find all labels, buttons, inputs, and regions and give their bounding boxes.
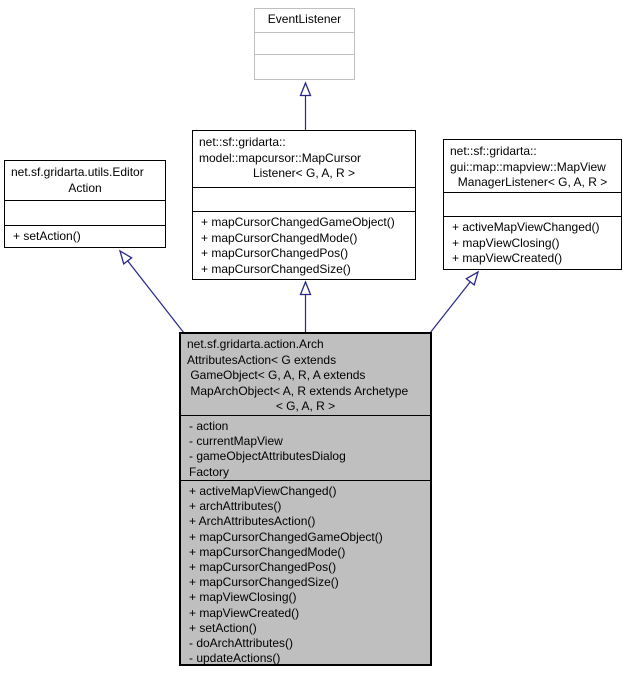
attribute-label: Factory — [189, 464, 230, 479]
method-label: - updateActions() — [189, 651, 281, 664]
method-label: + mapCursorChangedSize() — [201, 261, 351, 276]
class-node-mapcursorlistener[interactable]: net::sf::gridarta::model::mapcursor::Map… — [192, 130, 416, 280]
attribute-label: - gameObjectAttributesDialog — [189, 449, 346, 464]
class-node-mapviewmanagerlistener[interactable]: net::sf::gridarta::gui::map::mapview::Ma… — [443, 139, 622, 270]
class-title: net::sf::gridarta::gui::map::mapview::Ma… — [444, 140, 621, 192]
edge-archaction-to-mapviewmanagerlistener — [429, 272, 478, 334]
class-node-eventlistener[interactable]: EventListener — [254, 8, 355, 80]
class-name-line: MapArchObject< A, R extends Archetype — [187, 383, 409, 398]
class-name-line: Listener< G, A, R > — [252, 166, 356, 180]
class-name-line: Action — [68, 180, 102, 195]
method-label: + activeMapViewChanged() — [189, 484, 337, 498]
method-label: + mapCursorChangedGameObject() — [201, 215, 395, 229]
method-label: + mapCursorChangedSize() — [189, 575, 339, 590]
attributes-compartment: - action- currentMapView- gameObjectAttr… — [181, 415, 430, 480]
method-label: + mapViewCreated() — [189, 605, 300, 620]
method-label: - doArchAttributes() — [189, 636, 294, 651]
class-name-line: net::sf::gridarta:: — [199, 135, 286, 149]
methods-compartment: + setAction() — [5, 225, 165, 247]
method-label: + setAction() — [13, 229, 81, 243]
method-label: + mapCursorChangedPos() — [201, 246, 349, 260]
edge-archaction-to-editoraction — [120, 251, 185, 334]
class-name-line: < G, A, R > — [275, 399, 336, 413]
method-label: + mapViewClosing() — [452, 235, 560, 250]
class-name-line: net.sf.gridarta.action.Arch — [187, 337, 324, 351]
methods-compartment: + activeMapViewChanged()+ archAttributes… — [181, 480, 430, 664]
method-label: + mapViewCreated() — [452, 251, 563, 265]
attributes-compartment — [255, 32, 354, 54]
method-label: + archAttributes() — [189, 499, 282, 514]
class-name-line: EventListener — [267, 12, 342, 26]
class-name-line: AttributesAction< G extends — [187, 352, 337, 367]
class-name-line: net::sf::gridarta:: — [450, 144, 537, 158]
methods-compartment: + activeMapViewChanged()+ mapViewClosing… — [444, 216, 621, 269]
method-label: + mapCursorChangedPos() — [189, 560, 337, 575]
attribute-label: - currentMapView — [189, 434, 283, 449]
method-label: + mapCursorChangedMode() — [189, 544, 346, 559]
method-label: + mapCursorChangedMode() — [201, 230, 358, 245]
class-name-line: GameObject< G, A, R, A extends — [187, 368, 366, 382]
class-title: EventListener — [255, 9, 354, 32]
class-name-line: model::mapcursor::MapCursor — [199, 150, 362, 165]
method-label: + mapCursorChangedGameObject() — [189, 529, 383, 544]
class-title: net::sf::gridarta::model::mapcursor::Map… — [193, 131, 415, 187]
attributes-compartment — [193, 187, 415, 211]
method-label: + mapViewClosing() — [189, 590, 297, 605]
method-label: + activeMapViewChanged() — [452, 220, 600, 234]
class-name-line: net.sf.gridarta.utils.Editor — [11, 165, 144, 179]
attribute-label: - action — [189, 419, 229, 433]
methods-compartment: + mapCursorChangedGameObject()+ mapCurso… — [193, 211, 415, 279]
class-name-line: ManagerListener< G, A, R > — [457, 175, 608, 189]
method-label: + ArchAttributesAction() — [189, 514, 316, 529]
attributes-compartment — [444, 192, 621, 216]
method-label: + setAction() — [189, 620, 257, 635]
methods-compartment — [255, 54, 354, 79]
class-name-line: gui::map::mapview::MapView — [450, 159, 606, 174]
attributes-compartment — [5, 200, 165, 225]
